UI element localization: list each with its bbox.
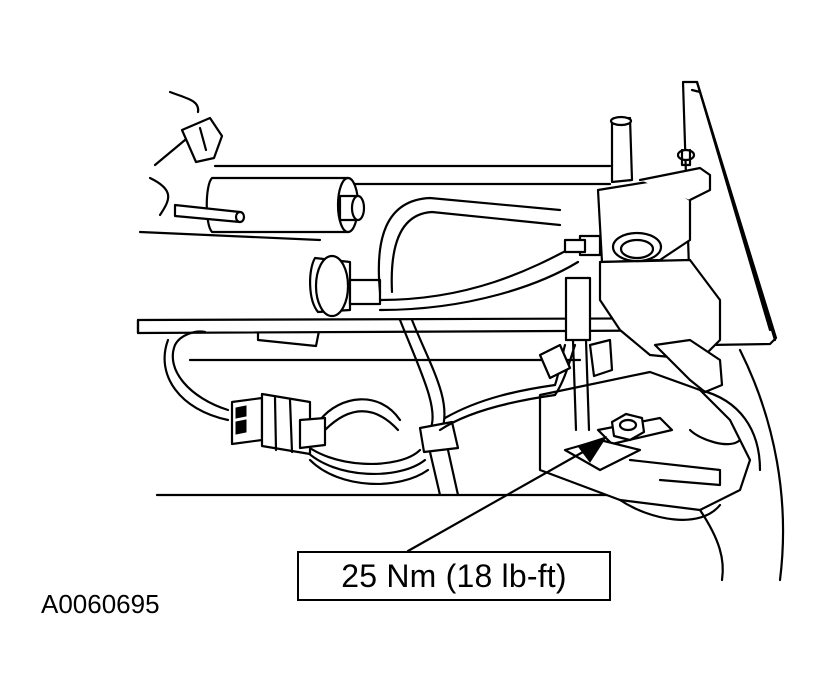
steering-gear-housing	[563, 115, 724, 394]
lower-gear-mount	[538, 348, 785, 582]
electrical-connector	[230, 392, 327, 456]
torque-callout-box: 25 Nm (18 lb-ft)	[297, 551, 611, 601]
control-rods	[538, 276, 614, 432]
return-hose-lower	[398, 318, 577, 497]
upper-cylinder	[173, 176, 366, 234]
figure-id-label: A0060695	[41, 589, 160, 619]
callout-leader	[406, 436, 608, 553]
pressure-hose-upper	[377, 196, 580, 312]
frame-lines	[138, 164, 622, 497]
wiring-harness	[163, 330, 430, 485]
upper-left-hose	[148, 90, 224, 217]
mounting-bracket-plate	[681, 80, 778, 347]
torque-spec-label: 25 Nm (18 lb-ft)	[341, 557, 567, 594]
